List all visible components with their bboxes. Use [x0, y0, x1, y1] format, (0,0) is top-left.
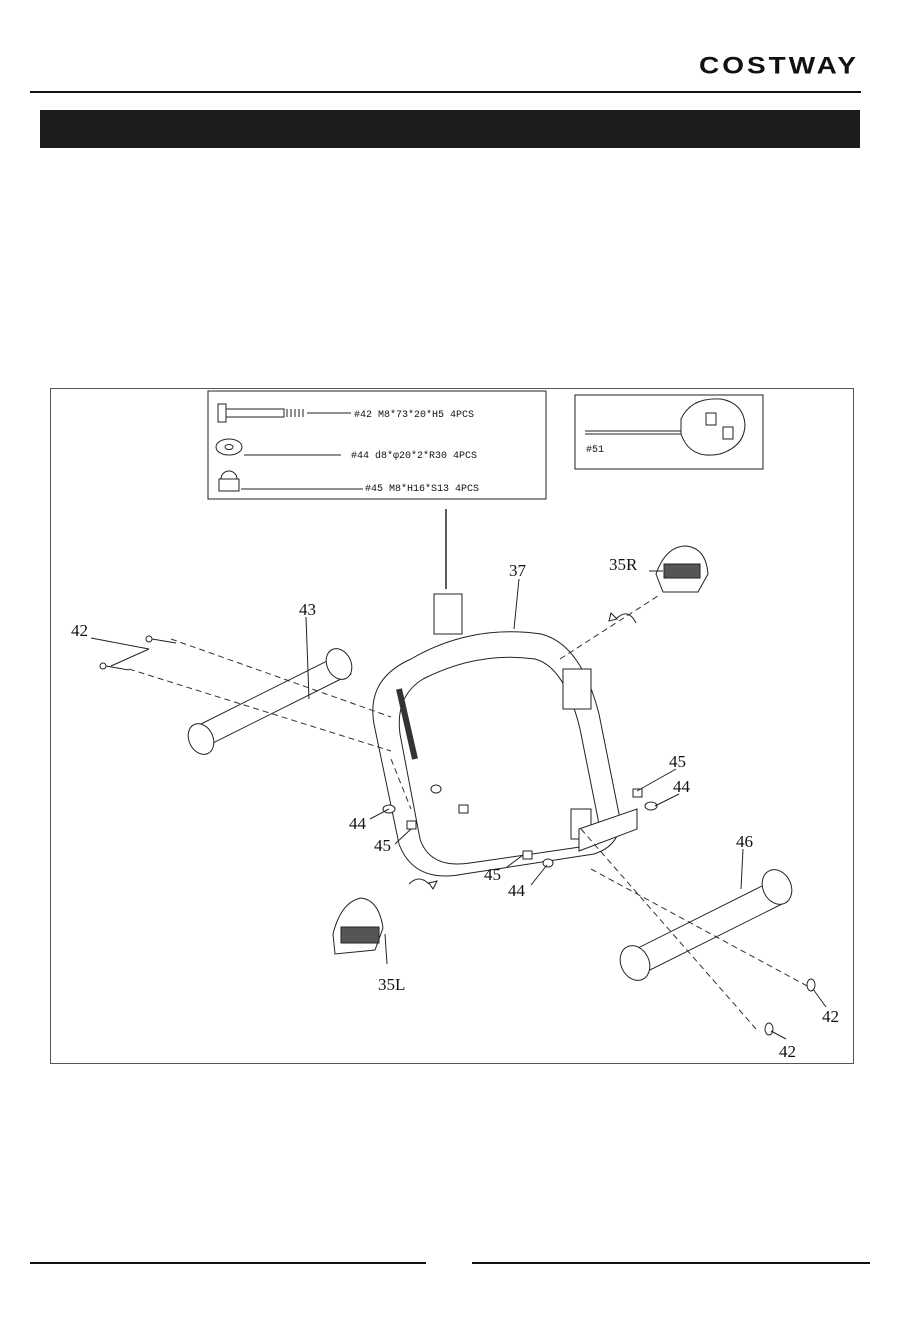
callout-45: 45	[669, 752, 686, 771]
callout-37: 37	[509, 561, 527, 580]
costway-logo: COSTWAY	[699, 52, 859, 79]
rear-stabilizer-icon	[615, 865, 798, 985]
callout-42: 42	[779, 1042, 796, 1061]
hardware-item-42: #42 M8*73*20*H5 4PCS	[354, 409, 474, 421]
hardware-item-44: #44 d8*φ20*2*R30 4PCS	[351, 450, 477, 462]
callout-42: 42	[822, 1007, 839, 1026]
footer-rule-left	[30, 1262, 426, 1264]
callout-45: 45	[374, 836, 391, 855]
pedal-left-icon	[333, 898, 383, 954]
hardware-item-45: #45 M8*H16*S13 4PCS	[365, 483, 479, 495]
assembly-diagram-svg: #42 M8*73*20*H5 4PCS #44 d8*φ20*2*R30 4P…	[51, 389, 853, 1063]
callout-35r: 35R	[609, 555, 638, 574]
bolt-icon	[218, 404, 351, 422]
section-title-bar	[40, 110, 860, 148]
pedal-right-icon	[656, 546, 708, 592]
front-stabilizer-icon	[183, 644, 356, 758]
cap-nut-icon	[219, 471, 363, 491]
callout-44: 44	[349, 814, 367, 833]
hardware-box	[208, 391, 546, 499]
washer-icon	[216, 439, 341, 455]
callout-43: 43	[299, 600, 316, 619]
tool-label-51: #51	[586, 445, 604, 456]
callout-35l: 35L	[378, 975, 405, 994]
callout-42: 42	[71, 621, 88, 640]
callout-44: 44	[508, 881, 526, 900]
wrench-icon	[585, 399, 745, 455]
assembly-diagram: #42 M8*73*20*H5 4PCS #44 d8*φ20*2*R30 4P…	[50, 388, 854, 1064]
callout-44: 44	[673, 777, 691, 796]
header-rule	[30, 91, 861, 93]
callout-46: 46	[736, 832, 753, 851]
callout-45: 45	[484, 865, 501, 884]
footer-rule-right	[472, 1262, 870, 1264]
